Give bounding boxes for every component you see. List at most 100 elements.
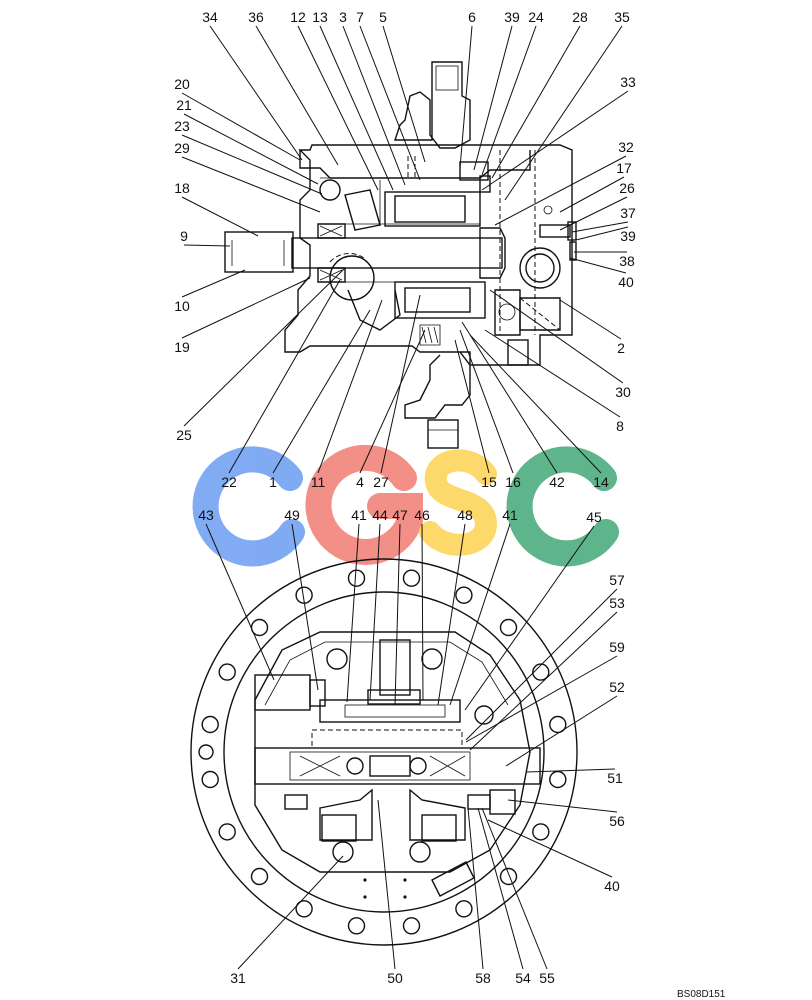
top-leader-16 bbox=[459, 329, 514, 474]
bolt-hole bbox=[402, 917, 421, 935]
bottom-leader-31 bbox=[237, 855, 344, 970]
top-leader-39 bbox=[473, 25, 513, 171]
top-leader-15 bbox=[454, 339, 490, 474]
top-callout-37: 37 bbox=[620, 205, 636, 221]
bolt-hole-ring bbox=[201, 569, 567, 935]
bottom-callout-51: 51 bbox=[607, 770, 623, 786]
top-leader-12 bbox=[297, 25, 379, 191]
bottom-leader-48 bbox=[437, 523, 466, 706]
bottom-callout-48: 48 bbox=[457, 507, 473, 523]
top-leader-32 bbox=[494, 155, 627, 226]
bottom-leader-47 bbox=[394, 523, 401, 706]
top-callout-28: 28 bbox=[572, 9, 588, 25]
figure-code: BS08D151 bbox=[677, 989, 726, 1000]
top-leader-29 bbox=[181, 156, 321, 213]
top-leader-2 bbox=[559, 299, 622, 340]
bottom-leader-59 bbox=[465, 655, 618, 743]
bottom-callout-53: 53 bbox=[609, 595, 625, 611]
top-leader-22 bbox=[228, 279, 341, 474]
bolt-hole bbox=[402, 569, 421, 587]
top-callout-22: 22 bbox=[221, 474, 237, 490]
top-callout-7: 7 bbox=[356, 9, 364, 25]
bolt-hole bbox=[218, 823, 236, 841]
top-callout-32: 32 bbox=[618, 139, 634, 155]
bottom-leader-57 bbox=[465, 588, 618, 741]
watermark-letter-c2 bbox=[506, 446, 619, 567]
spool-bore bbox=[254, 747, 541, 785]
top-callout-6: 6 bbox=[468, 9, 476, 25]
top-callout-15: 15 bbox=[481, 474, 497, 490]
motor-section-view bbox=[224, 61, 577, 449]
top-leader-35 bbox=[504, 25, 623, 201]
top-callout-1: 1 bbox=[269, 474, 277, 490]
bottom-leader-58 bbox=[467, 807, 484, 970]
top-callout-19: 19 bbox=[174, 339, 190, 355]
top-callout-39: 39 bbox=[504, 9, 520, 25]
top-leader-25 bbox=[183, 267, 346, 427]
top-leader-24 bbox=[481, 25, 537, 176]
top-callout-33: 33 bbox=[620, 74, 636, 90]
top-leader-1 bbox=[272, 309, 371, 474]
bottom-callout-58: 58 bbox=[475, 970, 491, 986]
top-leader-39 bbox=[575, 226, 629, 241]
top-leader-3 bbox=[342, 25, 406, 186]
bolt-hole bbox=[549, 770, 567, 789]
top-leader-10 bbox=[181, 269, 246, 298]
top-callout-14: 14 bbox=[593, 474, 609, 490]
top-callout-38: 38 bbox=[619, 253, 635, 269]
top-callout-30: 30 bbox=[615, 384, 631, 400]
bottom-leader-49 bbox=[291, 523, 319, 691]
top-leader-28 bbox=[491, 25, 581, 179]
top-leader-5 bbox=[382, 25, 426, 163]
bottom-leader-52 bbox=[505, 695, 618, 767]
bottom-callout-43: 43 bbox=[198, 507, 214, 523]
top-callout-23: 23 bbox=[174, 118, 190, 134]
bottom-leader-44 bbox=[369, 523, 381, 701]
bottom-leader-41 bbox=[346, 523, 360, 703]
bolt-hole bbox=[549, 715, 567, 734]
top-leader-26 bbox=[559, 196, 628, 231]
top-leader-11 bbox=[317, 299, 383, 474]
top-leader-13 bbox=[319, 25, 394, 191]
top-callout-9: 9 bbox=[180, 228, 188, 244]
top-callout-40: 40 bbox=[618, 274, 634, 290]
top-callout-26: 26 bbox=[619, 180, 635, 196]
top-callout-39: 39 bbox=[620, 228, 636, 244]
bottom-callout-41: 41 bbox=[502, 507, 518, 523]
top-leader-20 bbox=[181, 92, 301, 161]
top-callout-29: 29 bbox=[174, 140, 190, 156]
top-callout-36: 36 bbox=[248, 9, 264, 25]
bottom-callout-57: 57 bbox=[609, 572, 625, 588]
bolt-hole bbox=[455, 900, 473, 918]
bottom-leader-54 bbox=[477, 807, 524, 970]
bottom-leader-40 bbox=[487, 819, 613, 878]
top-leader-23 bbox=[181, 134, 323, 195]
top-callout-42: 42 bbox=[549, 474, 565, 490]
top-leader-9 bbox=[183, 244, 231, 247]
bottom-callout-54: 54 bbox=[515, 970, 531, 986]
bottom-callout-41: 41 bbox=[351, 507, 367, 523]
bottom-leader-53 bbox=[469, 611, 618, 751]
top-callout-10: 10 bbox=[174, 298, 190, 314]
bottom-callout-44: 44 bbox=[372, 507, 388, 523]
top-callout-11: 11 bbox=[311, 474, 326, 490]
top-leader-27 bbox=[380, 294, 421, 474]
flange-inner-circle bbox=[223, 591, 545, 913]
bottom-leader-50 bbox=[377, 799, 396, 970]
bottom-callout-52: 52 bbox=[609, 679, 625, 695]
bottom-leader-45 bbox=[464, 525, 595, 711]
bottom-leader-46 bbox=[421, 523, 424, 701]
bolt-hole bbox=[532, 823, 550, 841]
bottom-callout-56: 56 bbox=[609, 813, 625, 829]
top-callout-21: 21 bbox=[176, 97, 192, 113]
top-callout-5: 5 bbox=[379, 9, 387, 25]
top-callout-17: 17 bbox=[616, 160, 632, 176]
top-leader-42 bbox=[461, 321, 558, 474]
top-callout-2: 2 bbox=[617, 340, 625, 356]
top-leader-4 bbox=[359, 329, 426, 474]
top-leader-6 bbox=[459, 25, 473, 169]
top-callout-25: 25 bbox=[176, 427, 192, 443]
